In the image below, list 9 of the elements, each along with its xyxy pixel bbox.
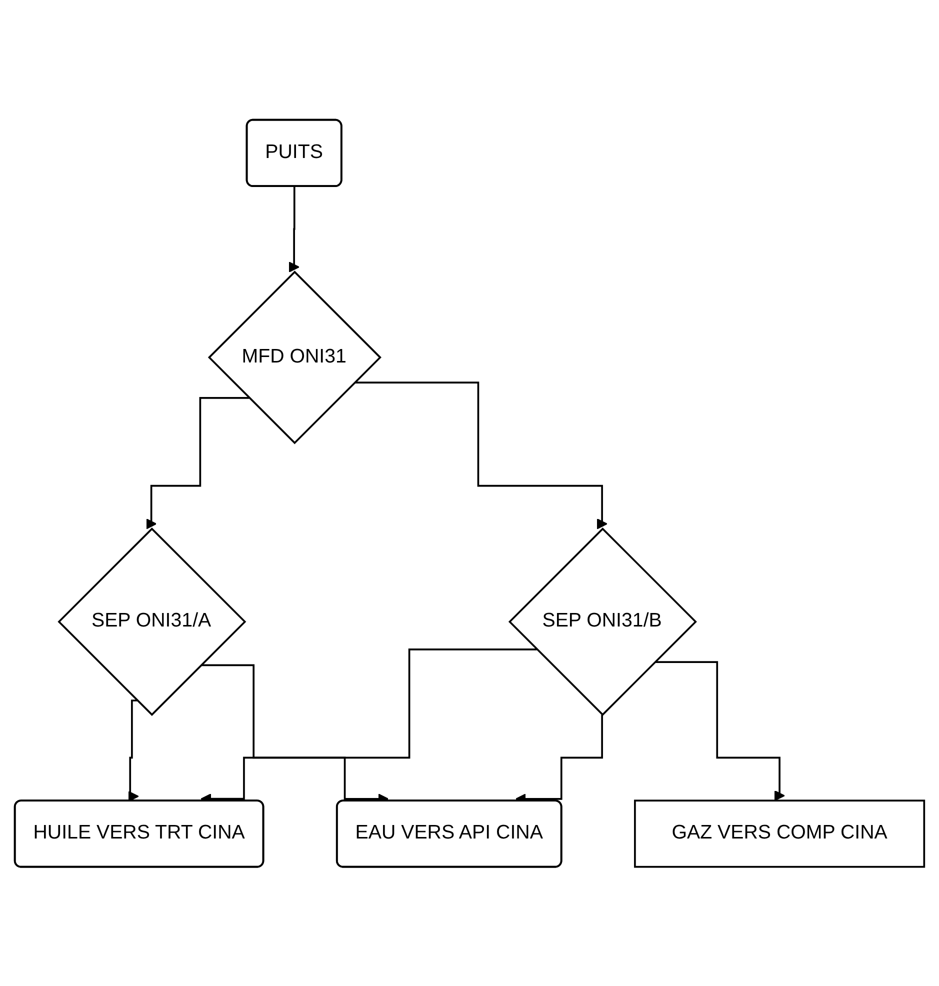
node-diamond: SEP ONI31/B	[508, 527, 697, 716]
arrow	[146, 396, 250, 529]
node-box: GAZ VERS COMP CINA	[634, 799, 926, 868]
arrow	[128, 699, 139, 802]
node-diamond: SEP ONI31/A	[58, 527, 246, 716]
arrow	[354, 381, 608, 529]
node-diamond: MFD ONI31	[208, 270, 382, 444]
arrow	[288, 185, 300, 272]
arrow	[654, 660, 785, 801]
